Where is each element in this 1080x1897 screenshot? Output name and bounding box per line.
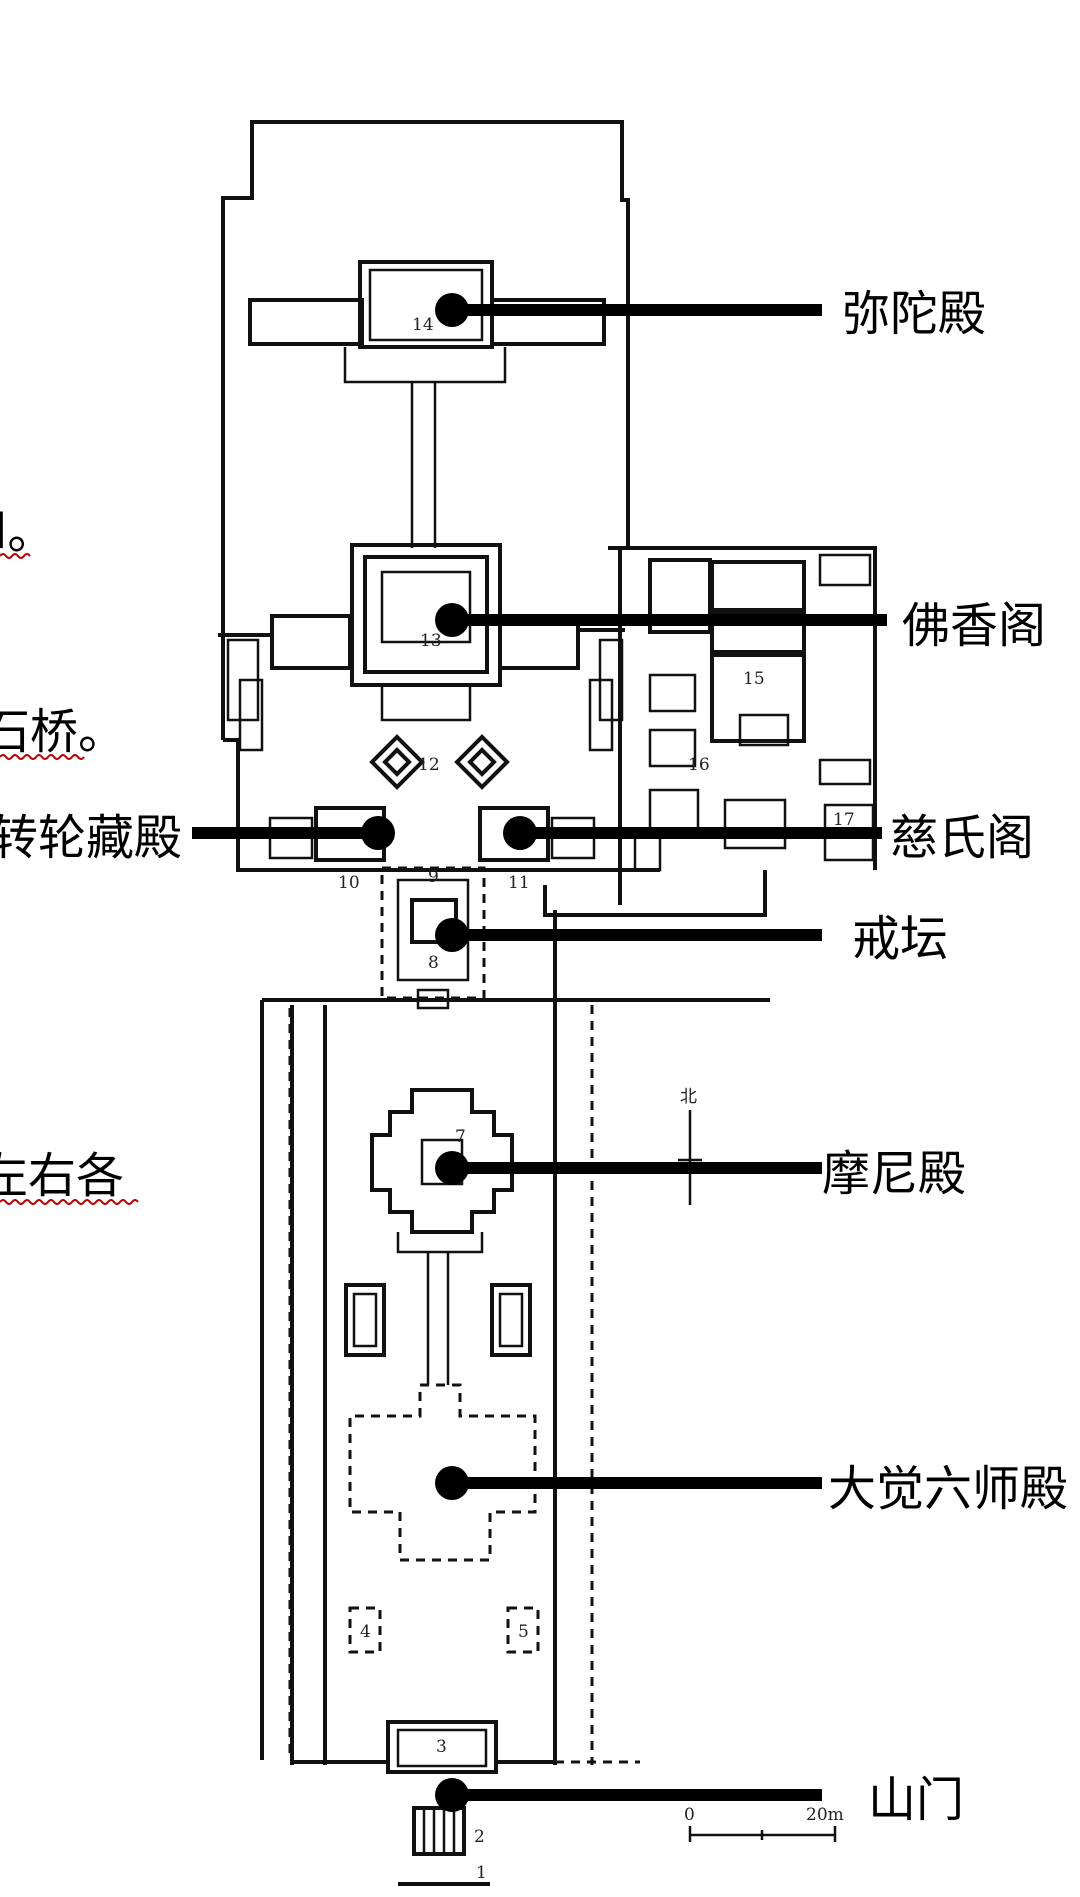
callout-label: 慈氏阁 [890, 810, 1034, 866]
plan-number-9: 9 [428, 867, 439, 887]
plan-number-10: 10 [338, 873, 360, 893]
text-fragment-3-underline [0, 1199, 139, 1205]
callout-dajue-liushi-hall: 大觉六师殿 [435, 1461, 1068, 1517]
plan-number-11: 11 [508, 873, 530, 893]
north-enclosure-wall [221, 120, 630, 740]
callout-label: 山门 [868, 1772, 964, 1828]
plan-number-15: 15 [743, 669, 765, 689]
scale-bar-start: 0 [684, 1805, 695, 1825]
plan-drawing: 14 13 15 16 17 12 10 11 9 8 7 4 5 3 2 1 … [218, 120, 877, 1886]
text-fragment-2-underline [0, 754, 85, 760]
callout-label: 戒坛 [852, 911, 948, 967]
pavilion-4 [348, 1606, 382, 1654]
plan-number-4: 4 [360, 1622, 371, 1642]
north-arrow: 北 [678, 1087, 702, 1205]
north-label: 北 [680, 1087, 697, 1107]
shanmen-gate [386, 1720, 498, 1774]
plan-number-1: 1 [476, 1863, 487, 1883]
plan-number-17: 17 [833, 810, 855, 830]
east-side-building [490, 1283, 532, 1357]
callout-label: 摩尼殿 [822, 1146, 966, 1202]
text-fragment-1: l。 [0, 504, 55, 560]
callout-label: 弥陀殿 [842, 286, 986, 342]
plan-number-8: 8 [428, 953, 439, 973]
plan-number-12: 12 [418, 755, 440, 775]
text-fragment-3: 左右各 [0, 1148, 124, 1204]
moni-hall [370, 1088, 514, 1234]
plan-number-16: 16 [688, 755, 710, 775]
plan-number-7: 7 [455, 1127, 466, 1147]
scale-bar: 0 20m [684, 1805, 844, 1842]
callout-moni-hall: 摩尼殿 [435, 1146, 966, 1202]
callout-zhuanlunzang-hall: 转轮藏殿 [0, 810, 395, 866]
plan-number-13: 13 [420, 631, 442, 651]
callout-label: 佛香阁 [902, 598, 1046, 654]
callout-label: 大觉六师殿 [828, 1461, 1068, 1517]
callout-cishi-pavilion: 慈氏阁 [503, 810, 1034, 866]
stone-bridge [412, 1806, 466, 1856]
plan-number-14: 14 [412, 315, 434, 335]
south-enclosure-wall [260, 910, 770, 1765]
east-star-pavilion [454, 734, 510, 790]
plan-number-2: 2 [474, 1827, 485, 1847]
callout-foxiang-pavilion: 佛香阁 [435, 598, 1046, 654]
middle-courtyard-wall [223, 548, 622, 872]
text-fragment-1-underline [0, 553, 31, 559]
callout-label: 转轮藏殿 [0, 810, 182, 866]
callout-jietan: 戒坛 [435, 911, 948, 967]
scale-bar-end: 20m [806, 1805, 844, 1825]
dajue-liushi-hall-ruins [348, 1383, 537, 1562]
mituo-east-wing [490, 298, 606, 346]
pavilion-5 [506, 1606, 540, 1654]
callout-mituo-hall: 弥陀殿 [435, 286, 986, 342]
plan-number-5: 5 [518, 1622, 529, 1642]
west-star-pavilion [369, 734, 425, 790]
plan-number-3: 3 [436, 1737, 447, 1757]
west-side-building [344, 1283, 386, 1357]
callout-shanmen: 山门 [435, 1772, 964, 1828]
text-fragment-2: 石桥。 [0, 704, 126, 760]
mituo-west-wing [248, 298, 364, 346]
